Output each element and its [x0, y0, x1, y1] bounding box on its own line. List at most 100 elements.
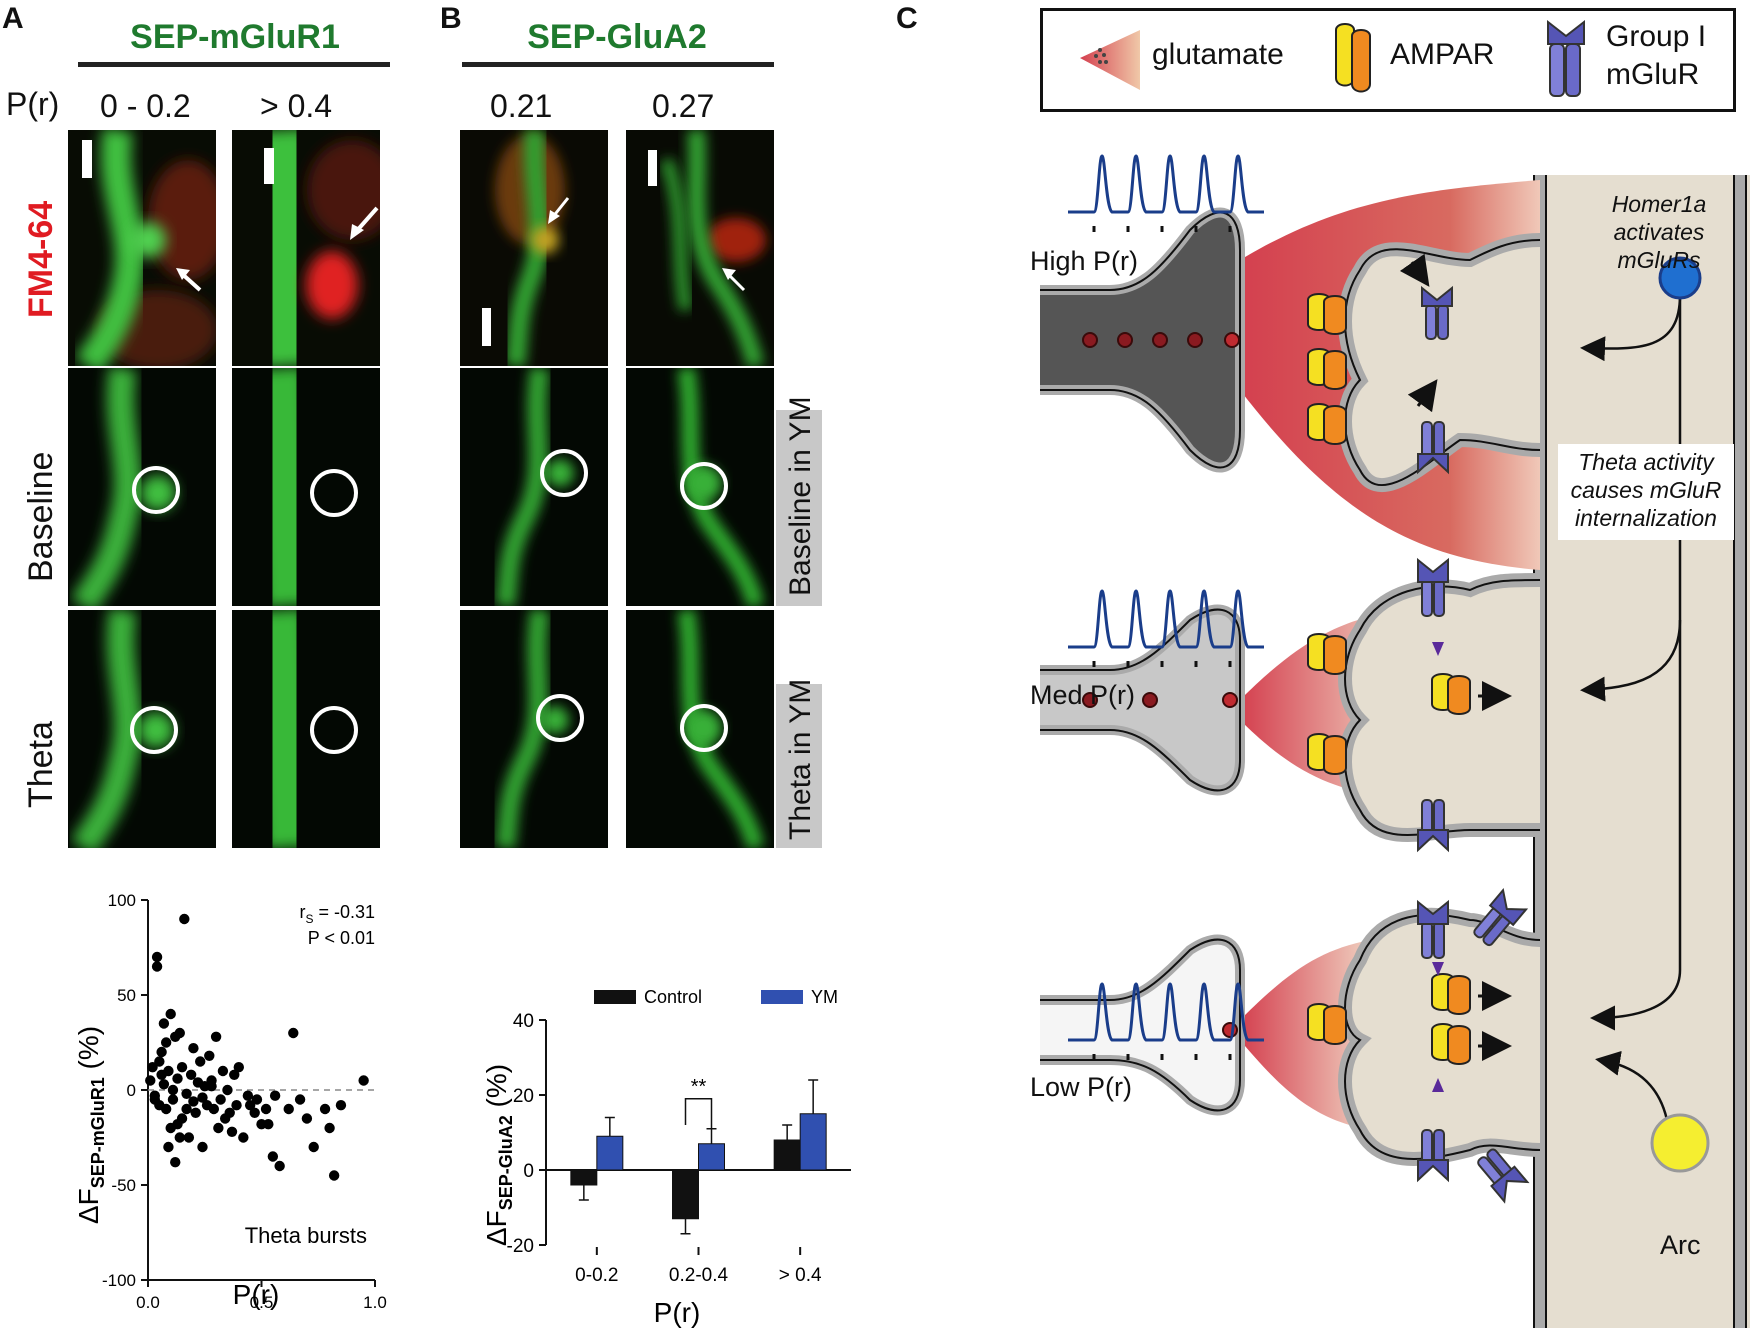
- purple-marker-low-2: [1432, 1078, 1444, 1092]
- diagram-legend: [1040, 8, 1736, 112]
- scatter-point: [249, 1107, 260, 1118]
- scatter-point: [145, 1075, 156, 1086]
- bar-control-2: [773, 1139, 801, 1171]
- scatter-point: [301, 1113, 313, 1124]
- significance-bracket: [684, 1098, 713, 1129]
- scatter-point: [283, 1103, 294, 1115]
- micrograph-a2-fm: [232, 130, 380, 366]
- purple-marker-med: [1432, 642, 1444, 656]
- scatter-point: [188, 1096, 199, 1107]
- scatter-point: [197, 1092, 208, 1103]
- micrograph-b2-theta: [626, 610, 774, 848]
- scatter-point: [185, 1069, 197, 1080]
- panel-b-title: SEP-GluA2: [527, 18, 707, 56]
- bar-ym-2: [799, 1113, 827, 1171]
- scatter-ytick-label: 100: [108, 891, 136, 910]
- bar-control-0: [570, 1169, 598, 1186]
- scatter-point: [158, 1079, 170, 1090]
- micrograph-a1-theta: [68, 610, 216, 848]
- arc-circle: [1650, 1113, 1710, 1173]
- scatter-point: [219, 1113, 231, 1124]
- glutamate-legend-icon: [1080, 30, 1140, 90]
- condition-label-high: High P(r): [1030, 246, 1139, 276]
- theta-note-line1: Theta activity: [1578, 449, 1714, 475]
- spike-train-low: [1068, 982, 1264, 1060]
- micrograph-b1-theta: [460, 610, 608, 848]
- mglur-high-internal: [1421, 285, 1453, 340]
- panel-a-letter: A: [2, 2, 24, 35]
- homer1a-circle: [1658, 256, 1702, 300]
- scatter-point: [154, 1056, 165, 1067]
- ampar-low-internal-1: [1431, 973, 1471, 1015]
- scatter-point: [244, 1100, 256, 1111]
- scatter-ytick-label: -50: [111, 1176, 136, 1195]
- ampar-legend-label: AMPAR: [1390, 38, 1495, 71]
- scatter-xlabel: P(r): [233, 1279, 280, 1310]
- homer1a-note-line1: Homer1a: [1611, 191, 1707, 217]
- scatter-point: [288, 1027, 299, 1039]
- scatter-point: [294, 1094, 306, 1105]
- scatter-point: [204, 1050, 215, 1061]
- scatter-point: [151, 951, 163, 963]
- scatter-point: [231, 1100, 242, 1111]
- scatter-point: [242, 1090, 254, 1101]
- scatter-stat-rs: rS = -0.31: [299, 902, 375, 926]
- bar-xtick-label: 0.2-0.4: [669, 1265, 729, 1286]
- ampar-med-2: [1307, 733, 1347, 775]
- panel-a-col1-label: 0 - 0.2: [100, 88, 191, 124]
- bar-xtick-label: > 0.4: [779, 1265, 822, 1286]
- scatter-point: [174, 1132, 185, 1143]
- panel-b-rule: [462, 62, 774, 67]
- scatter-point: [308, 1141, 319, 1153]
- theta-note-box: [1558, 444, 1734, 540]
- bar-ytick-label: 40: [513, 1011, 534, 1032]
- bar-ym-1: [698, 1143, 725, 1171]
- glutamate-cloud-low: [1240, 940, 1370, 1130]
- scatter-point: [156, 1069, 167, 1080]
- mglur-legend-label-2: mGluR: [1606, 58, 1700, 91]
- legend-label-ym: YM: [811, 987, 838, 1007]
- panel-b-letter: B: [440, 2, 462, 35]
- legend-label-control: Control: [644, 987, 702, 1007]
- scatter-xtick-label: 0.5: [250, 1293, 274, 1310]
- theta-note-line3: internalization: [1575, 505, 1717, 531]
- scatter-point: [188, 1043, 199, 1054]
- spike-trace: [1068, 982, 1264, 1042]
- scatter-point: [233, 1062, 244, 1073]
- baseline-in-ym-label-box: Baseline in YM: [776, 396, 822, 606]
- panel-c-letter: C: [896, 2, 918, 35]
- scatter-point: [149, 1094, 161, 1105]
- mglur-low-tilted-top: [1473, 887, 1529, 947]
- scatter-ytick-label: 50: [117, 986, 136, 1005]
- ampar-low-internal-2: [1431, 1023, 1471, 1065]
- scatter-ytick-label: -100: [102, 1271, 136, 1290]
- scatter-point: [267, 1151, 279, 1162]
- scatter-point: [195, 1056, 206, 1067]
- scatter-point: [174, 1027, 185, 1039]
- scatter-point: [226, 1126, 238, 1137]
- scatter-point: [179, 913, 190, 925]
- mglur-legend-icon: [1547, 19, 1585, 97]
- scatter-point: [163, 1141, 174, 1153]
- scatter-point: [172, 1119, 183, 1130]
- scatter-stat-p: P < 0.01: [308, 928, 375, 948]
- theta-in-ym-label-box: Theta in YM: [776, 679, 822, 848]
- scatter-point: [183, 1132, 195, 1143]
- scatter-point: [251, 1094, 263, 1105]
- mglur-med-bottom: [1417, 799, 1449, 853]
- ampar-med-1: [1307, 633, 1347, 675]
- scatter-ytick-label: 0: [127, 1081, 136, 1100]
- scatter-point: [147, 1062, 158, 1073]
- theta-note-line2: causes mGluR: [1570, 477, 1722, 503]
- scatter-point: [206, 1081, 217, 1092]
- panel-a-rule: [78, 62, 390, 67]
- scatter-point: [208, 1103, 220, 1115]
- panel-a-pr-label: P(r): [6, 86, 60, 122]
- scatter-point: [167, 1084, 179, 1096]
- scatter-point: [172, 1073, 183, 1084]
- mglur-legend-label-1: Group I: [1606, 20, 1707, 53]
